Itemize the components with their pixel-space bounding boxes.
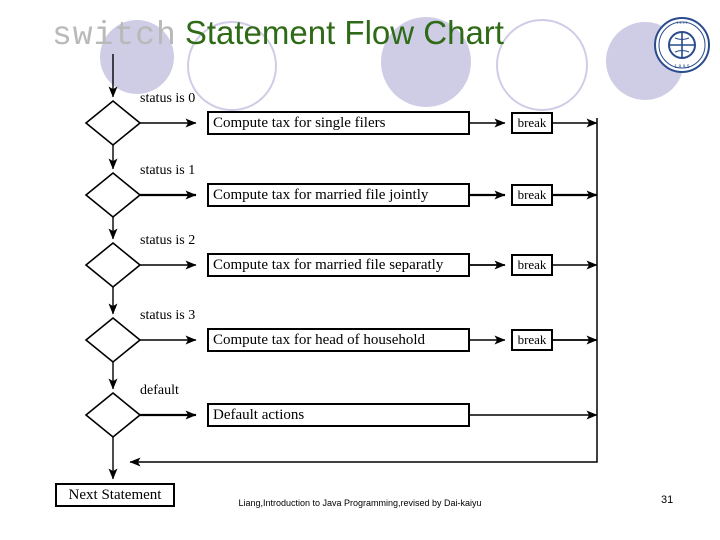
- decision-diamond-1: [84, 171, 142, 219]
- edge-label-status-1: status is 1: [140, 163, 196, 178]
- page-title-text: Statement Flow Chart: [184, 14, 504, 51]
- break-box-2: break: [511, 254, 553, 276]
- footer-credit: Liang,Introduction to Java Programming,r…: [238, 498, 482, 508]
- decision-diamond-4: [84, 391, 142, 439]
- break-box-1: break: [511, 184, 553, 206]
- page-number: 31: [661, 494, 674, 506]
- edge-label-status-2: status is 2: [140, 233, 196, 248]
- action-box-single-filers: Compute tax for single filers: [207, 111, 470, 135]
- action-box-married-separately: Compute tax for married file separatly: [207, 253, 470, 277]
- decision-diamond-3: [84, 316, 142, 364]
- action-box-default-actions: Default actions: [207, 403, 470, 427]
- svg-text:1 8 9 5: 1 8 9 5: [676, 21, 687, 25]
- edge-label-status-3: status is 3: [140, 308, 196, 323]
- next-statement-box: Next Statement: [55, 483, 175, 507]
- return-rail: [129, 118, 598, 467]
- action-box-head-of-household: Compute tax for head of household: [207, 328, 470, 352]
- svg-text:1 8 9 5: 1 8 9 5: [674, 64, 690, 70]
- edge-label-default: default: [140, 383, 179, 398]
- decision-diamond-0: [84, 99, 142, 147]
- edge-label-status-0: status is 0: [140, 91, 196, 106]
- break-box-0: break: [511, 112, 553, 134]
- university-seal-logo: 1 8 9 5 1 8 9 5: [654, 17, 710, 73]
- page-title-keyword: switch: [52, 17, 177, 54]
- action-box-married-jointly: Compute tax for married file jointly: [207, 183, 470, 207]
- break-box-3: break: [511, 329, 553, 351]
- decision-diamond-2: [84, 241, 142, 289]
